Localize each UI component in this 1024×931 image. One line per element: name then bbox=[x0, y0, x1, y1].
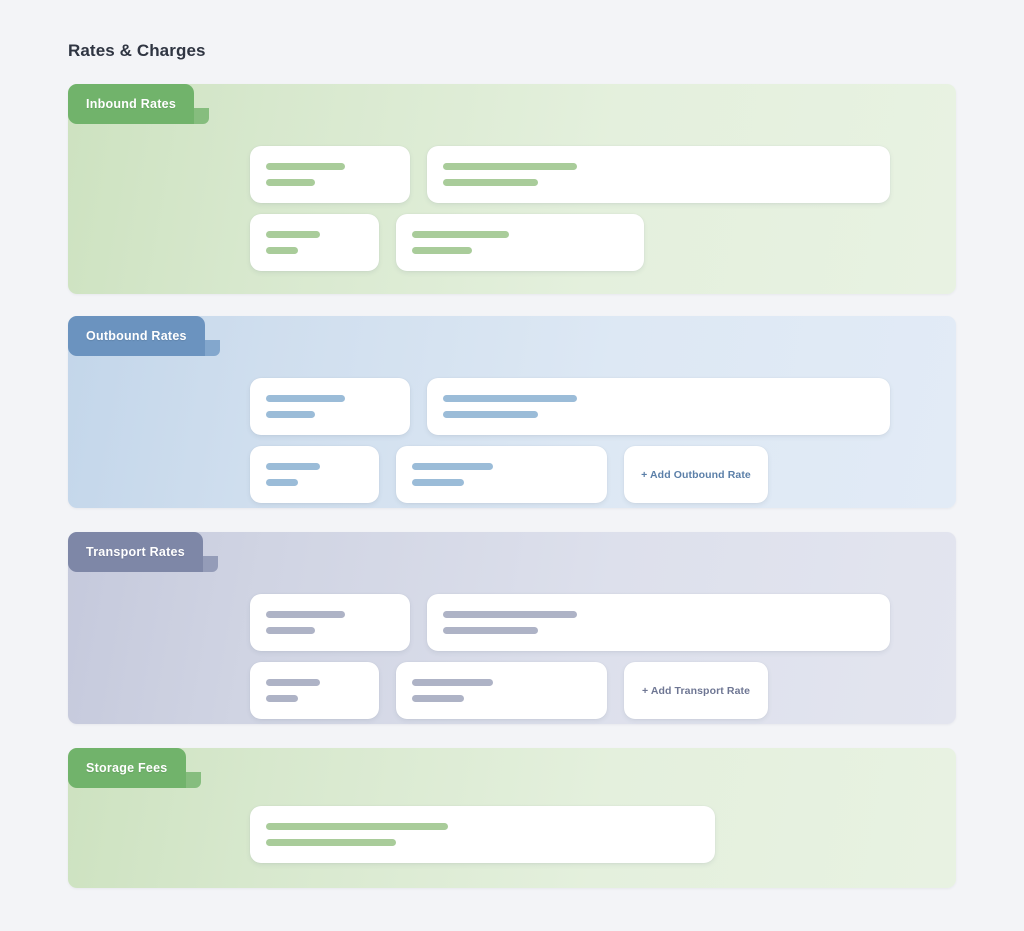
tab-tail-icon bbox=[202, 556, 218, 572]
placeholder-bar-secondary bbox=[266, 839, 396, 846]
page-title: Rates & Charges bbox=[68, 41, 206, 60]
card-row bbox=[250, 378, 942, 435]
section-tab-storage[interactable]: Storage Fees bbox=[68, 748, 201, 788]
rate-card[interactable] bbox=[250, 378, 410, 435]
rate-card[interactable] bbox=[250, 662, 379, 719]
card-rows-inbound bbox=[250, 146, 942, 271]
placeholder-bar-primary bbox=[443, 611, 577, 618]
placeholder-bar-primary bbox=[266, 395, 346, 402]
placeholder-bar-primary bbox=[266, 679, 321, 686]
placeholder-bar-secondary bbox=[266, 247, 298, 254]
card-rows-outbound: + Add Outbound Rate bbox=[250, 378, 942, 503]
section-tab-label-outbound: Outbound Rates bbox=[86, 329, 187, 343]
rate-card[interactable] bbox=[427, 378, 890, 435]
rate-card[interactable] bbox=[250, 214, 379, 271]
section-tab-inbound[interactable]: Inbound Rates bbox=[68, 84, 210, 124]
placeholder-bar-secondary bbox=[412, 479, 464, 486]
add-transport-rate-button[interactable]: + Add Transport Rate bbox=[624, 662, 768, 719]
section-tab-label-storage: Storage Fees bbox=[86, 761, 168, 775]
section-panel-inbound: Inbound Rates bbox=[68, 84, 956, 294]
placeholder-bar-primary bbox=[412, 463, 493, 470]
section-panel-transport: Transport Rates bbox=[68, 532, 956, 724]
rate-card[interactable] bbox=[250, 594, 410, 651]
rate-card[interactable] bbox=[427, 594, 890, 651]
placeholder-bar-primary bbox=[266, 823, 448, 830]
section-panel-storage: Storage Fees bbox=[68, 748, 956, 888]
placeholder-bar-secondary bbox=[266, 479, 298, 486]
rate-card[interactable] bbox=[396, 446, 607, 503]
card-rows-storage bbox=[250, 806, 942, 863]
section-tab-label-inbound: Inbound Rates bbox=[86, 97, 177, 111]
card-row bbox=[250, 594, 942, 651]
section-tab-label-transport: Transport Rates bbox=[86, 545, 185, 559]
rate-card[interactable] bbox=[250, 446, 379, 503]
card-row bbox=[250, 806, 942, 863]
placeholder-bar-primary bbox=[266, 463, 321, 470]
placeholder-bar-secondary bbox=[443, 627, 538, 634]
placeholder-bar-secondary bbox=[266, 411, 315, 418]
rate-card[interactable] bbox=[396, 214, 644, 271]
placeholder-bar-primary bbox=[266, 231, 321, 238]
rate-card[interactable] bbox=[250, 806, 715, 863]
section-panel-outbound: Outbound Rates bbox=[68, 316, 956, 508]
placeholder-bar-secondary bbox=[443, 411, 538, 418]
placeholder-bar-secondary bbox=[266, 627, 315, 634]
placeholder-bar-secondary bbox=[443, 179, 538, 186]
card-row bbox=[250, 146, 942, 203]
placeholder-bar-secondary bbox=[412, 695, 464, 702]
placeholder-bar-primary bbox=[443, 163, 577, 170]
tab-tail-icon bbox=[204, 340, 220, 356]
rate-card[interactable] bbox=[250, 146, 410, 203]
card-row bbox=[250, 214, 942, 271]
placeholder-bar-primary bbox=[443, 395, 577, 402]
placeholder-bar-primary bbox=[412, 231, 510, 238]
section-tab-outbound[interactable]: Outbound Rates bbox=[68, 316, 220, 356]
rate-card[interactable] bbox=[427, 146, 890, 203]
card-rows-transport: + Add Transport Rate bbox=[250, 594, 942, 719]
tab-tail-icon bbox=[185, 772, 201, 788]
placeholder-bar-secondary bbox=[266, 695, 298, 702]
placeholder-bar-secondary bbox=[266, 179, 315, 186]
card-row: + Add Transport Rate bbox=[250, 662, 942, 719]
tab-tail-icon bbox=[194, 108, 210, 124]
card-row: + Add Outbound Rate bbox=[250, 446, 942, 503]
placeholder-bar-primary bbox=[412, 679, 493, 686]
placeholder-bar-primary bbox=[266, 611, 346, 618]
placeholder-bar-secondary bbox=[412, 247, 473, 254]
section-tab-transport[interactable]: Transport Rates bbox=[68, 532, 218, 572]
add-outbound-rate-button[interactable]: + Add Outbound Rate bbox=[624, 446, 768, 503]
placeholder-bar-primary bbox=[266, 163, 346, 170]
rate-card[interactable] bbox=[396, 662, 607, 719]
